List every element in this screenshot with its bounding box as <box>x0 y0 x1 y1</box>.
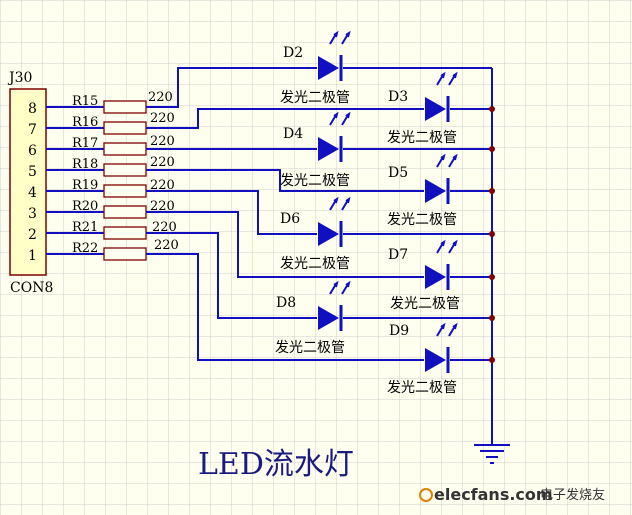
resistor-value-r22: 220 <box>154 238 179 253</box>
led-label-d5: 发光二极管 <box>387 212 457 228</box>
resistor-r20 <box>103 205 147 219</box>
resistor-value-r20: 220 <box>150 199 175 214</box>
watermark: elecfans.com 电子发烧友 <box>419 485 605 504</box>
led-label-d6: 发光二极管 <box>280 256 350 272</box>
resistor-r18 <box>103 163 147 177</box>
resistor-ref-r16: R16 <box>72 115 98 130</box>
led-label-d9: 发光二极管 <box>387 380 457 396</box>
resistor-r21 <box>103 226 147 240</box>
resistor-ref-r22: R22 <box>72 241 98 256</box>
connector-ref: J30 <box>7 70 32 86</box>
connector-pin-4: 4 <box>28 185 37 201</box>
resistor-r15 <box>103 100 147 114</box>
led-d2 <box>318 30 351 81</box>
led-ref-d3: D3 <box>388 89 408 105</box>
signal-wires <box>146 67 493 445</box>
led-d6 <box>318 196 351 247</box>
pin-leads <box>46 106 104 255</box>
led-ref-d8: D8 <box>276 295 296 311</box>
resistor-ref-r15: R15 <box>72 94 98 109</box>
connector-pin-1: 1 <box>28 248 37 264</box>
connector-part: CON8 <box>10 280 53 296</box>
resistor-value-r19: 220 <box>150 178 175 193</box>
led-ref-d4: D4 <box>283 126 303 142</box>
connector-pins: 8 7 6 5 4 3 2 1 <box>28 101 37 264</box>
led-ref-d5: D5 <box>388 165 408 181</box>
junction-dots <box>489 106 495 363</box>
watermark-site: elecfans.com <box>434 485 553 504</box>
led-label-d8: 发光二极管 <box>275 340 345 356</box>
led-label-d3: 发光二极管 <box>387 130 457 146</box>
resistor-bank <box>103 100 147 261</box>
led-ref-d2: D2 <box>283 45 303 61</box>
connector-body <box>9 88 47 276</box>
resistor-value-r21: 220 <box>152 220 177 235</box>
connector-pin-8: 8 <box>28 101 37 117</box>
led-label-d7: 发光二极管 <box>390 296 460 312</box>
led-ref-d9: D9 <box>389 323 409 339</box>
resistor-ref-r21: R21 <box>72 220 98 235</box>
resistor-ref-r18: R18 <box>72 157 98 172</box>
connector-pin-3: 3 <box>28 206 37 222</box>
resistor-ref-r20: R20 <box>72 199 98 214</box>
resistor-r17 <box>103 142 147 156</box>
resistor-ref-r17: R17 <box>72 136 98 151</box>
resistor-refs: R15 R16 R17 R18 R19 R20 R21 R22 <box>72 94 98 256</box>
led-d9 <box>425 322 458 373</box>
connector-pin-5: 5 <box>28 164 37 180</box>
connector-pin-2: 2 <box>28 227 37 243</box>
diagram-title: LED流水灯 <box>198 447 354 482</box>
led-d3 <box>425 71 458 122</box>
connector-pin-6: 6 <box>28 143 37 159</box>
resistor-ref-r19: R19 <box>72 178 98 193</box>
resistor-value-r16: 220 <box>150 111 175 126</box>
resistor-r19 <box>103 184 147 198</box>
led-d7 <box>425 239 458 290</box>
led-ref-d7: D7 <box>388 247 408 263</box>
led-d5 <box>425 153 458 204</box>
watermark-cn: 电子发烧友 <box>540 487 605 503</box>
led-label-d2: 发光二极管 <box>280 90 350 106</box>
resistor-values: 220 220 220 220 220 220 220 220 <box>148 90 179 253</box>
led-ref-d6: D6 <box>280 211 300 227</box>
led-label-d4: 发光二极管 <box>280 173 350 189</box>
resistor-r22 <box>103 247 147 261</box>
led-d8 <box>318 280 351 331</box>
resistor-value-r18: 220 <box>150 155 175 170</box>
resistor-r16 <box>103 121 147 135</box>
connector-pin-7: 7 <box>28 122 37 138</box>
watermark-logo-icon <box>419 488 433 502</box>
led-d4 <box>318 111 351 162</box>
resistor-value-r15: 220 <box>148 90 173 105</box>
resistor-value-r17: 220 <box>150 134 175 149</box>
ground-symbol <box>474 444 510 464</box>
